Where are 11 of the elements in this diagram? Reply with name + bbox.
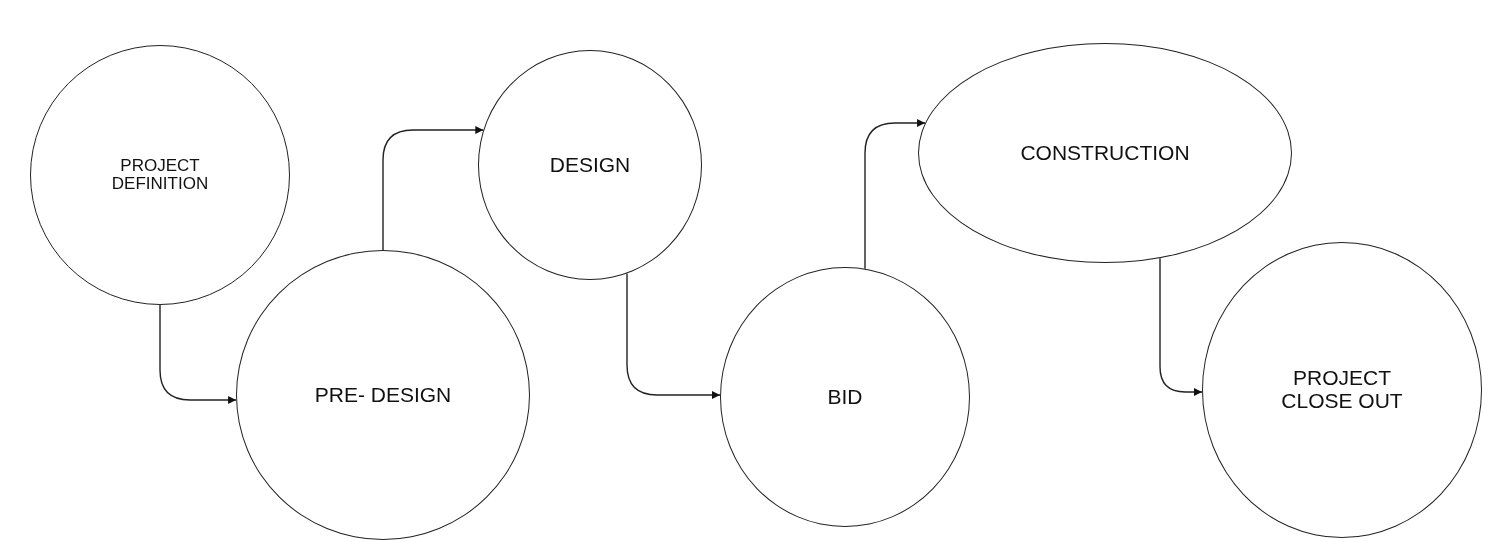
arrow <box>159 304 237 404</box>
phase-label: PROJECT CLOSE OUT <box>1280 367 1404 413</box>
arrow <box>1159 257 1203 396</box>
phase-label: CONSTRUCTION <box>1020 141 1190 165</box>
phase-label: DESIGN <box>549 153 631 177</box>
arrow <box>626 272 721 399</box>
phase-label: PROJECT DEFINITION <box>110 156 210 194</box>
arrow <box>864 119 926 270</box>
phase-label: BID <box>827 385 863 409</box>
arrow <box>382 126 484 251</box>
phase-label: PRE- DESIGN <box>314 383 452 407</box>
